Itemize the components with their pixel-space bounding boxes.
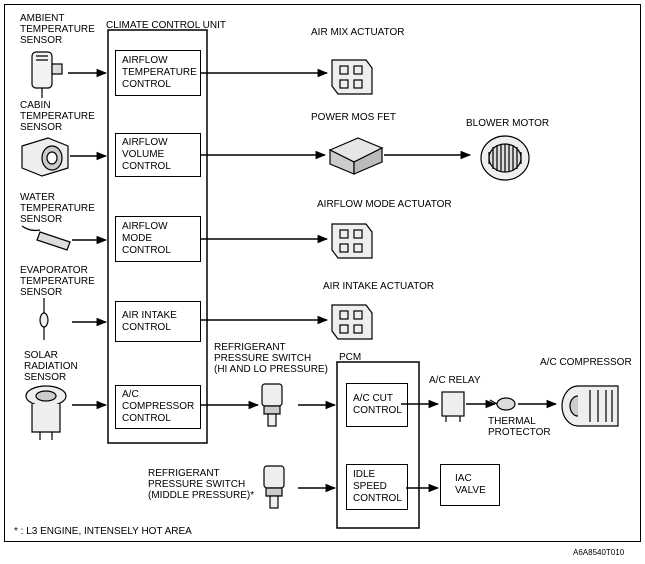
solar-sensor-label: SOLAR RADIATION SENSOR xyxy=(24,350,78,383)
power-mos-fet-icon xyxy=(328,137,384,175)
thermal-protector-icon xyxy=(489,397,516,411)
middle-pressure-switch-icon xyxy=(263,465,285,509)
air-mix-actuator-label: AIR MIX ACTUATOR xyxy=(311,27,405,38)
pcm-block-idle-speed: IDLE SPEED CONTROL xyxy=(346,464,408,510)
ac-relay-icon xyxy=(441,391,465,422)
pcm-block-ac-cut: A/C CUT CONTROL xyxy=(346,383,408,427)
ac-relay-label: A/C RELAY xyxy=(429,375,481,386)
ambient-sensor-icon xyxy=(31,51,63,98)
ccu-block-airflow-mode: AIRFLOW MODE CONTROL xyxy=(115,216,201,262)
intake-actuator-icon xyxy=(331,304,373,340)
blower-motor-label: BLOWER MOTOR xyxy=(466,118,550,129)
ccu-block-air-intake: AIR INTAKE CONTROL xyxy=(115,301,201,342)
iac-valve-block: IAC VALVE xyxy=(440,464,500,506)
figure-code: A6A8540T010 xyxy=(573,548,625,557)
cabin-sensor-icon xyxy=(21,137,69,177)
power-mos-fet-label: POWER MOS FET xyxy=(311,112,396,123)
mode-actuator-label: AIRFLOW MODE ACTUATOR xyxy=(317,199,452,210)
ccu-block-airflow-volume: AIRFLOW VOLUME CONTROL xyxy=(115,133,201,177)
pcm-title: PCM xyxy=(339,352,362,363)
cabin-sensor-label: CABIN TEMPERATURE SENSOR xyxy=(20,100,95,133)
evaporator-sensor-icon xyxy=(39,298,49,340)
ccu-block-airflow-temperature: AIRFLOW TEMPERATURE CONTROL xyxy=(115,50,201,96)
water-sensor-icon xyxy=(21,225,71,251)
solar-sensor-icon xyxy=(25,385,67,440)
air-mix-actuator-icon xyxy=(331,59,373,95)
middle-pressure-switch-label: REFRIGERANT PRESSURE SWITCH (MIDDLE PRES… xyxy=(148,468,255,501)
intake-actuator-label: AIR INTAKE ACTUATOR xyxy=(323,281,435,292)
diagram-frame xyxy=(4,4,641,542)
ac-compressor-label: A/C COMPRESSOR xyxy=(540,357,632,368)
ccu-title: CLIMATE CONTROL UNIT xyxy=(106,20,227,31)
ccu-block-ac-compressor: A/C COMPRESSOR CONTROL xyxy=(115,385,201,429)
blower-motor-icon xyxy=(480,135,530,181)
hilo-pressure-switch-label: REFRIGERANT PRESSURE SWITCH (HI AND LO P… xyxy=(214,342,328,375)
evaporator-sensor-label: EVAPORATOR TEMPERATURE SENSOR xyxy=(20,265,95,298)
water-sensor-label: WATER TEMPERATURE SENSOR xyxy=(20,192,95,225)
thermal-protector-label: THERMAL PROTECTOR xyxy=(488,416,551,438)
hilo-pressure-switch-icon xyxy=(261,383,283,427)
mode-actuator-icon xyxy=(331,223,373,259)
ambient-sensor-label: AMBIENT TEMPERATURE SENSOR xyxy=(20,13,95,46)
pcm-outline xyxy=(336,361,420,529)
ac-compressor-icon xyxy=(561,385,619,427)
ccu-outline xyxy=(107,29,208,444)
footnote: * : L3 ENGINE, INTENSELY HOT AREA xyxy=(14,526,192,537)
